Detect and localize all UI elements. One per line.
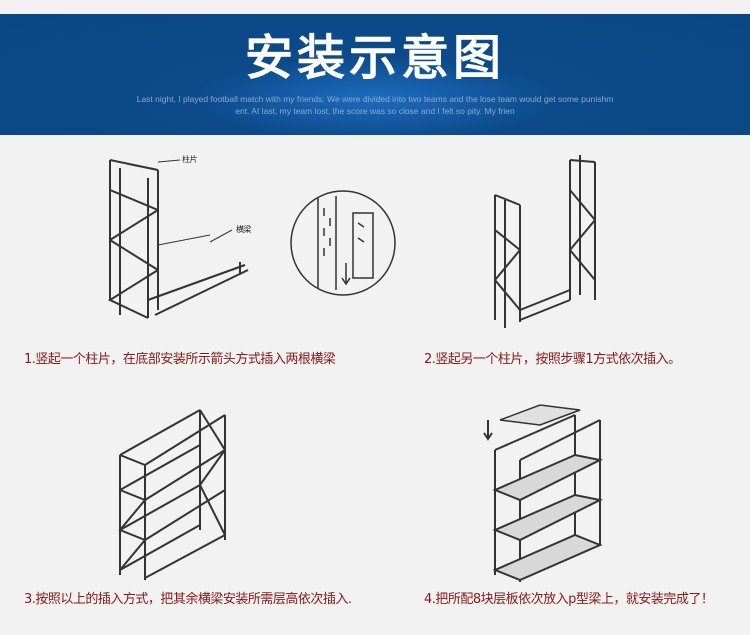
step2-diagram xyxy=(493,155,597,328)
step3-caption: 3.按照以上的插入方式，把其余横梁安装所需层高依次插入. xyxy=(24,592,352,607)
upright-label: 柱片 xyxy=(182,155,198,164)
page-title: 安装示意图 xyxy=(244,30,505,86)
step4-diagram xyxy=(483,404,604,582)
header-banner: 安装示意图 Last night, I played football matc… xyxy=(0,14,750,135)
step2-caption: 2.竖起另一个柱片，按照步骤1方式依次插入。 xyxy=(424,352,681,367)
banner-subtitle: Last night, I played football match with… xyxy=(136,94,614,104)
step3-diagram xyxy=(118,409,227,580)
step4-caption: 4.把所配8块层板依次放入p型梁上，就安装完成了！ xyxy=(424,592,714,607)
detail-circle-diagram xyxy=(290,190,396,296)
beam-label: 横梁 xyxy=(236,225,252,234)
step1-diagram xyxy=(107,159,249,319)
step1-caption: 1.竖起一个柱片，在底部安装所示箭头方式插入两根横梁 xyxy=(24,352,336,367)
banner-subtitle: ent. At last, my team lost, the score wa… xyxy=(235,106,515,116)
